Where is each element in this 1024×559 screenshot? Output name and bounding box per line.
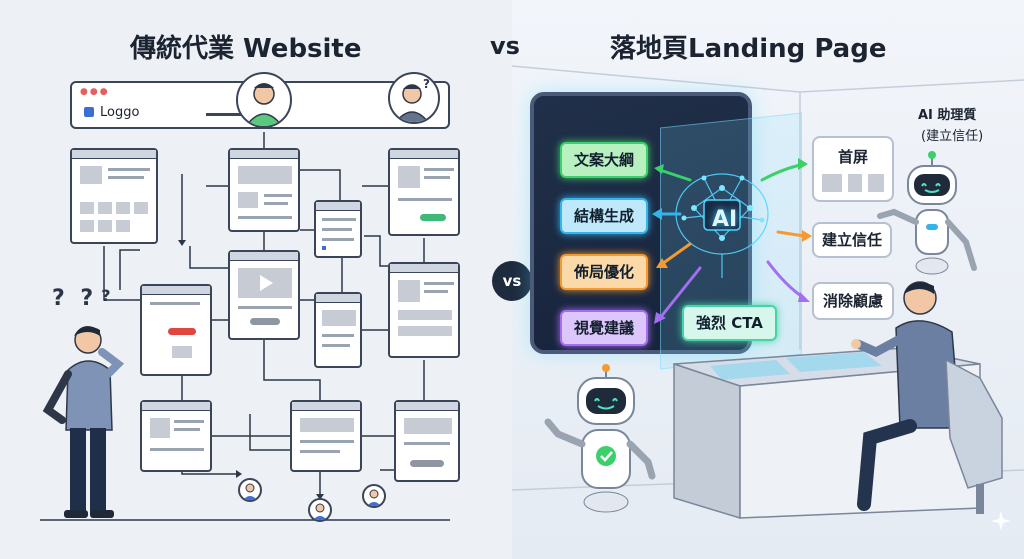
wireframe-page	[290, 400, 362, 472]
site-logo: Loggo	[84, 105, 139, 120]
svg-text:?: ?	[423, 77, 430, 91]
right-title: 落地頁Landing Page	[610, 34, 887, 64]
left-title: 傳統代業 Website	[130, 34, 362, 64]
wireframe-page	[140, 400, 212, 472]
wireframe-page	[228, 148, 300, 232]
tag-structure-generation: 結構生成	[560, 198, 649, 234]
assistant-subtitle: (建立信任)	[921, 129, 984, 144]
wireframe-page	[388, 148, 460, 236]
tag-strong-cta: 強烈 CTA	[682, 305, 777, 341]
robot-assistant-icon	[877, 151, 977, 275]
sparkle-icon	[991, 511, 1011, 531]
vs-title: vs	[490, 32, 520, 60]
play-icon	[260, 275, 273, 291]
wireframe-page	[314, 200, 362, 258]
confused-person-illustration	[42, 326, 125, 518]
logo-text: Loggo	[100, 105, 140, 120]
wireframe-page	[388, 262, 460, 358]
flow-box-hero: 首屏	[812, 136, 894, 202]
wireframe-page	[314, 292, 362, 368]
desk-workstation-illustration	[673, 281, 1003, 520]
question-marks: ? ??	[52, 286, 115, 311]
window-dots-icon: ●●●	[80, 87, 110, 97]
robot-helper-icon	[544, 364, 656, 513]
vs-badge: vs	[492, 261, 532, 301]
wireframe-page	[70, 148, 158, 244]
sitemap-connector-lines	[40, 132, 450, 521]
person-icon: ?	[395, 77, 430, 122]
visitor-icon	[238, 478, 262, 502]
tag-layout-optimization: 佈局優化	[560, 254, 649, 290]
ai-label: AI	[712, 207, 738, 232]
wireframe-page-video	[228, 250, 300, 340]
tag-copy-outline: 文案大綱	[560, 142, 649, 178]
visitor-icon	[362, 484, 386, 508]
wireframe-page	[394, 400, 460, 482]
flow-box-hero-label: 首屏	[837, 148, 868, 166]
visitor-icon	[308, 498, 332, 522]
logo-icon	[84, 107, 94, 117]
tag-visual-suggestions: 視覺建議	[560, 310, 649, 346]
assistant-title: AI 助理質	[918, 108, 977, 123]
person-icon	[245, 83, 283, 126]
wireframe-page	[140, 284, 212, 376]
flow-box-remove-concerns: 消除顧慮	[812, 282, 894, 320]
user-avatar-confused: ?	[388, 72, 440, 124]
user-avatar-happy	[236, 72, 292, 128]
flow-box-build-trust: 建立信任	[812, 222, 892, 258]
